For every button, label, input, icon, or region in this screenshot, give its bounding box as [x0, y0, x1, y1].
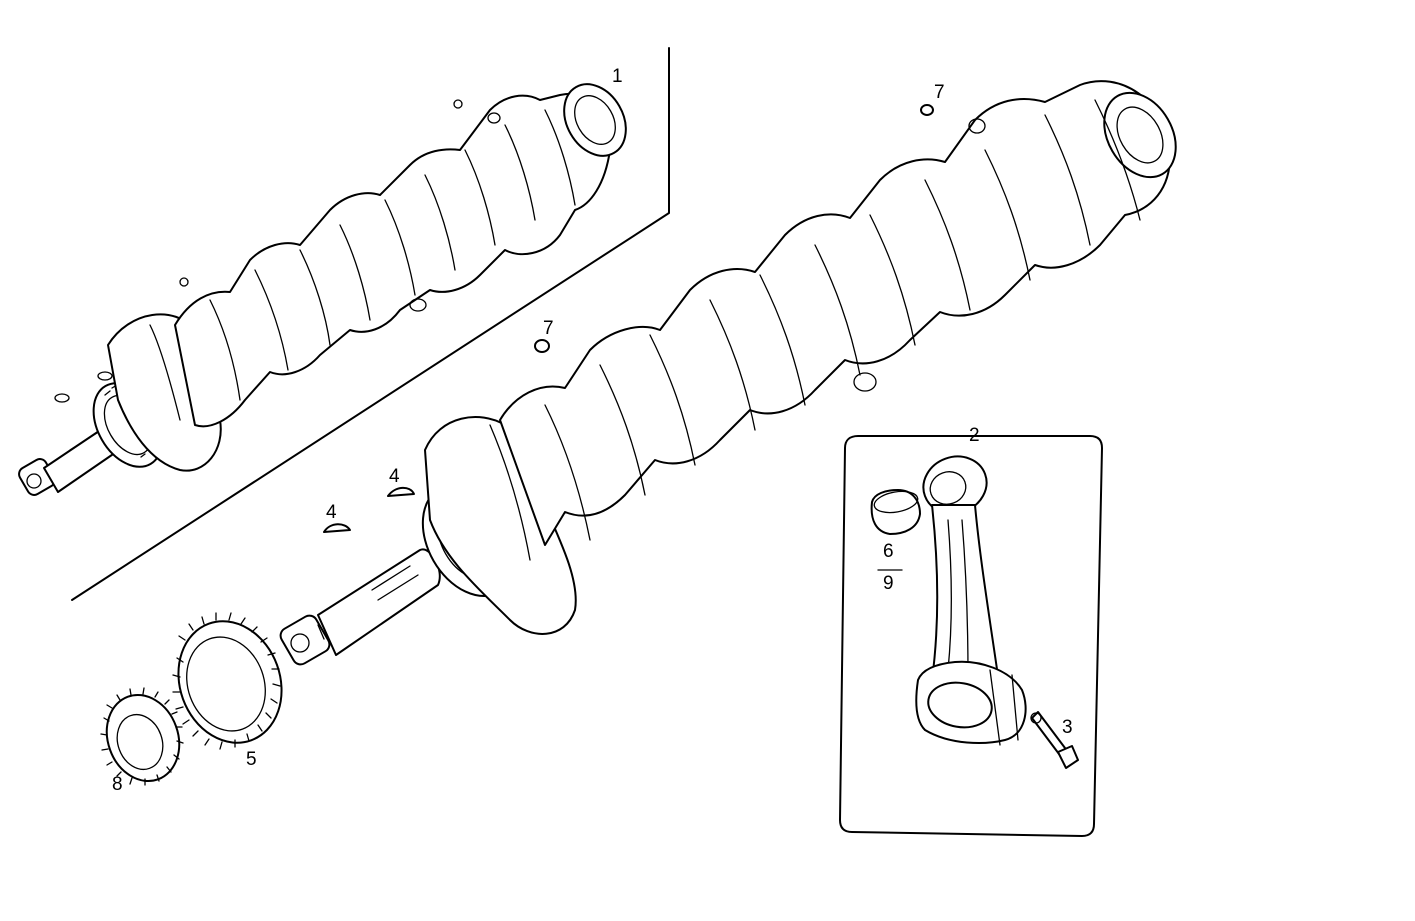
- callout-3: 3: [1062, 717, 1073, 738]
- callout-7b: 7: [934, 82, 945, 103]
- callout-7a: 7: [543, 318, 554, 339]
- callout-6: 6: [883, 541, 894, 562]
- connecting-rod-frame: [839, 435, 1103, 837]
- callout-4a: 4: [326, 502, 337, 523]
- connecting-rod: [915, 455, 1027, 746]
- callout-1: 1: [612, 66, 623, 87]
- callouts: 1 2 3 4 4 5 6 7 7 8 9: [112, 66, 1073, 795]
- small-end-bushing: [870, 489, 921, 571]
- assembly-1-frame: [71, 47, 670, 601]
- crankshaft-main: [279, 80, 1177, 666]
- woodruff-keys: [323, 486, 415, 533]
- callout-5: 5: [246, 749, 257, 770]
- callout-2: 2: [969, 425, 980, 446]
- callout-9: 9: [883, 573, 894, 594]
- dowel-pins: [534, 104, 934, 353]
- rod-bolt: [1030, 711, 1079, 769]
- crankshaft-small: [18, 83, 627, 496]
- gear-8: [100, 687, 184, 786]
- callout-8: 8: [112, 774, 123, 795]
- callout-4b: 4: [389, 466, 400, 487]
- timing-gear-5: [172, 612, 283, 750]
